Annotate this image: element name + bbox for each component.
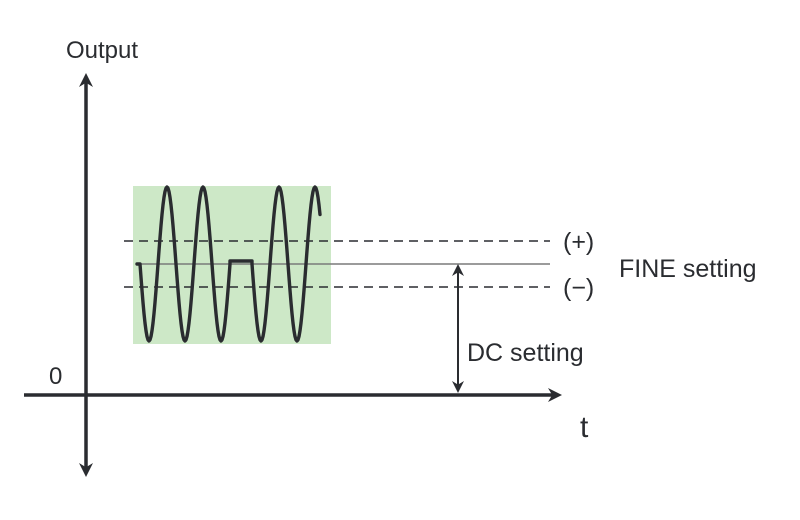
signal-highlight-region — [133, 186, 331, 344]
fine-setting-label: FINE setting — [619, 255, 757, 283]
dc-setting-label: DC setting — [467, 339, 584, 367]
fine-plus-label: (+) — [563, 228, 594, 256]
fine-minus-label: (−) — [563, 274, 594, 302]
output-waveform — [135, 185, 322, 343]
origin-label: 0 — [49, 363, 62, 390]
y-axis-label: Output — [66, 37, 138, 64]
x-axis-label: t — [580, 411, 589, 444]
